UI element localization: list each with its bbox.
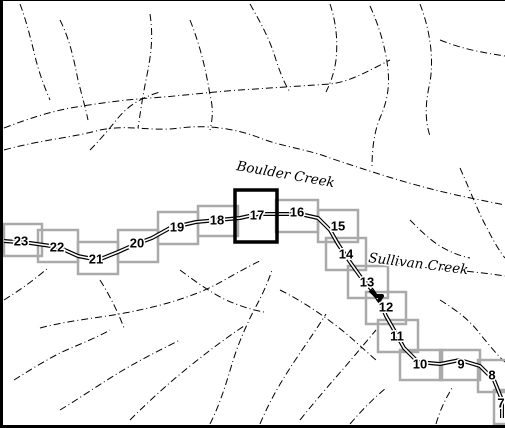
- tile-label-8: 8: [488, 367, 495, 382]
- stream-north-5: [249, 3, 291, 93]
- tile-12[interactable]: [364, 290, 408, 326]
- stream-north-1: [3, 59, 391, 129]
- tile-label-14: 14: [339, 246, 354, 261]
- tile-label-22: 22: [50, 239, 64, 254]
- stream-north-4: [189, 19, 213, 131]
- stream-north-2: [89, 91, 161, 151]
- stream-south-1: [3, 267, 49, 301]
- stream-east-2: [439, 299, 505, 363]
- tile-label-19: 19: [170, 219, 184, 234]
- stream-south-8: [299, 329, 377, 421]
- map-frame-top: [0, 0, 505, 1]
- tile-grid: [2, 198, 505, 426]
- stream-northwest: [19, 3, 51, 101]
- tile-label-15: 15: [331, 218, 345, 233]
- stream-south-9: [349, 387, 387, 425]
- tile-20[interactable]: [116, 228, 160, 264]
- stream-north-8: [419, 3, 433, 137]
- tile-label-23: 23: [14, 233, 28, 248]
- stream-north-7: [369, 5, 389, 169]
- stream-south-4: [59, 339, 181, 411]
- stream-south-11: [179, 269, 265, 313]
- tile-14[interactable]: [324, 236, 368, 272]
- stream-south-6: [209, 269, 273, 425]
- map-frame-left: [0, 0, 3, 428]
- stream-south-13: [99, 279, 125, 329]
- stream-south-7: [259, 313, 327, 425]
- stream-network: [3, 3, 505, 425]
- tile-11[interactable]: [376, 318, 420, 354]
- tile-labels: 23 22 21 20 19 18 17 16 15 14 13 12 11 1…: [12, 203, 505, 412]
- tile-17-selected[interactable]: [233, 188, 279, 244]
- stream-south-3: [13, 329, 111, 381]
- tile-label-10: 10: [413, 356, 427, 371]
- stream-east-1: [459, 167, 505, 259]
- map-frame-bottom: [0, 425, 505, 428]
- tile-label-9: 9: [457, 356, 464, 371]
- tile-label-13: 13: [360, 274, 374, 289]
- stream-south-10: [435, 387, 453, 425]
- sullivan-creek-line: [369, 257, 505, 277]
- tile-label-7: 7: [497, 395, 504, 410]
- stream-north-9: [439, 39, 505, 57]
- stream-nw-2: [59, 19, 89, 121]
- tile-label-17: 17: [250, 207, 264, 222]
- boulder-creek-label: Boulder Creek: [234, 158, 336, 191]
- tile-13[interactable]: [346, 264, 390, 300]
- stream-south-2: [39, 259, 263, 329]
- tile-label-20: 20: [130, 235, 144, 250]
- stream-north-3: [137, 13, 153, 129]
- route-line: [3, 212, 504, 418]
- stream-east-3: [409, 219, 471, 259]
- tile-label-11: 11: [390, 328, 404, 343]
- tile-label-12: 12: [379, 299, 393, 314]
- stream-south-12: [279, 289, 377, 361]
- tile-label-16: 16: [290, 204, 304, 219]
- stream-south-5: [129, 325, 245, 421]
- boulder-creek-line: [3, 126, 505, 206]
- tile-label-21: 21: [89, 251, 103, 266]
- stream-north-6: [325, 3, 338, 93]
- tile-label-18: 18: [210, 212, 224, 227]
- tile-7[interactable]: [492, 388, 505, 426]
- tile-23[interactable]: [2, 222, 44, 258]
